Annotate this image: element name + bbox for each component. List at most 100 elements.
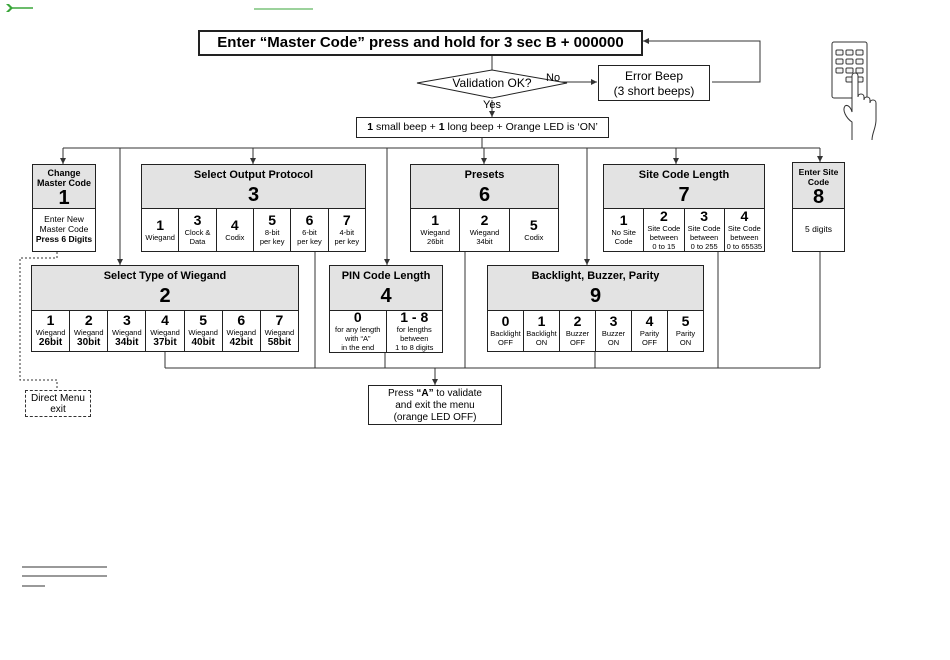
- option-label: per key: [297, 237, 322, 246]
- menu-1-change-master-code: Change Master Code 1 Enter New Master Co…: [32, 164, 96, 252]
- decision-yes-label: Yes: [483, 99, 501, 111]
- menu-2-title: Select Type of Wiegand: [103, 270, 227, 282]
- exit-line3: (orange LED OFF): [393, 412, 477, 423]
- menu-1-header: Change Master Code 1: [33, 165, 95, 209]
- option-label: Clock &: [184, 228, 211, 237]
- menu-1-title2: Master Code: [36, 178, 91, 188]
- start-instruction-box: Enter “Master Code” press and hold for 3…: [198, 30, 643, 56]
- direct-menu-exit-box: Direct Menu exit: [25, 390, 91, 417]
- menu-1-body: Enter New Master Code Press 6 Digits: [33, 209, 95, 244]
- option-label: Wiegand: [264, 327, 295, 337]
- option-number: 4: [161, 311, 169, 328]
- option-bits: 30bit: [77, 336, 101, 348]
- menu-1-number: 1: [58, 187, 70, 209]
- option-number: 2: [84, 311, 93, 328]
- menu-7-number: 7: [678, 184, 690, 206]
- option-number: 1: [431, 212, 440, 228]
- option-label: ON: [535, 338, 548, 347]
- option-label: 1 to 8 digits: [395, 343, 434, 352]
- menu-3-title: Select Output Protocol: [193, 169, 314, 181]
- option-label: per key: [259, 237, 285, 246]
- option-label: Backlight: [490, 329, 521, 338]
- option-number: 4: [230, 216, 239, 233]
- option-number: 6: [237, 311, 246, 328]
- option-label: Wiegand: [469, 228, 500, 237]
- menu-8-enter-site-code: Enter Site Code 8 5 digits: [792, 162, 845, 252]
- option-label: OFF: [498, 338, 513, 347]
- option-label: Parity: [675, 329, 696, 338]
- option-bits: 42bit: [229, 336, 253, 348]
- menu-4-number: 4: [380, 285, 392, 307]
- option-label: Wiegand: [145, 232, 175, 242]
- menu-4-header: PIN Code Length 4: [330, 266, 442, 311]
- error-line2: (3 short beeps): [613, 84, 695, 98]
- option-label: 0 to 65535: [726, 241, 763, 251]
- menu-2-number: 2: [159, 285, 171, 307]
- option-number: 5: [268, 212, 277, 228]
- option-label: ON: [679, 338, 692, 347]
- menu-1-line3: Press 6 Digits: [35, 234, 93, 244]
- option-bits: 26bit: [38, 336, 63, 348]
- option-label: with “A”: [345, 334, 371, 343]
- confirm-box: 1 small beep + 1 long beep + Orange LED …: [356, 117, 609, 138]
- option-bits: 37bit: [153, 336, 177, 348]
- chevron-right-icon: [6, 4, 33, 12]
- option-label: Codix: [225, 232, 245, 242]
- option-number: 0: [353, 309, 362, 325]
- option-label: Backlight: [526, 329, 557, 338]
- option-label: for any length: [335, 325, 381, 334]
- option-label: for lengths: [396, 325, 432, 334]
- option-label: 34bit: [476, 237, 493, 246]
- option-label: Wiegand: [226, 327, 257, 337]
- option-label: between: [649, 232, 679, 242]
- menu-3-number: 3: [247, 184, 260, 206]
- option-number: 3: [700, 207, 709, 224]
- option-bits: 58bit: [267, 336, 292, 348]
- option-label: ON: [607, 338, 620, 347]
- option-label: 0 to 255: [690, 241, 718, 251]
- option-label: 8-bit: [264, 228, 280, 237]
- option-label: 4-bit: [339, 228, 355, 237]
- option-label: Wiegand: [112, 327, 142, 337]
- option-bits: 40bit: [191, 336, 215, 348]
- option-label: between: [730, 232, 759, 242]
- option-label: 26bit: [427, 237, 444, 246]
- option-label: between: [689, 232, 719, 242]
- option-label: Wiegand: [188, 327, 218, 337]
- menu-6-header: Presets 6: [411, 165, 558, 209]
- exit-line1-post: to validate: [433, 388, 482, 399]
- start-rest: press and hold for 3 sec B + 000000: [364, 34, 624, 51]
- menu-8-title1: Enter Site: [798, 167, 839, 177]
- menu-1-line1: Enter New: [44, 214, 84, 224]
- option-number: 3: [609, 313, 618, 329]
- menu-1-title1: Change: [47, 168, 81, 178]
- option-label: 6-bit: [302, 228, 317, 237]
- option-label: Data: [189, 237, 206, 246]
- option-label: Buzzer: [601, 329, 626, 338]
- option-number: 1: [156, 216, 165, 233]
- option-number: 7: [275, 311, 284, 328]
- option-bits: 34bit: [115, 336, 139, 348]
- option-number: 1 - 8: [400, 309, 429, 325]
- exit-line1-pre: Press: [388, 388, 417, 399]
- error-beep-box: Error Beep (3 short beeps): [598, 65, 710, 101]
- menu-9-header: Backlight, Buzzer, Parity 9: [488, 266, 703, 311]
- menu-8-title2: Code: [807, 177, 830, 187]
- menu-3-header: Select Output Protocol 3: [142, 165, 365, 209]
- menu-1-line2: Master Code: [39, 224, 89, 234]
- option-label: Buzzer: [565, 329, 590, 338]
